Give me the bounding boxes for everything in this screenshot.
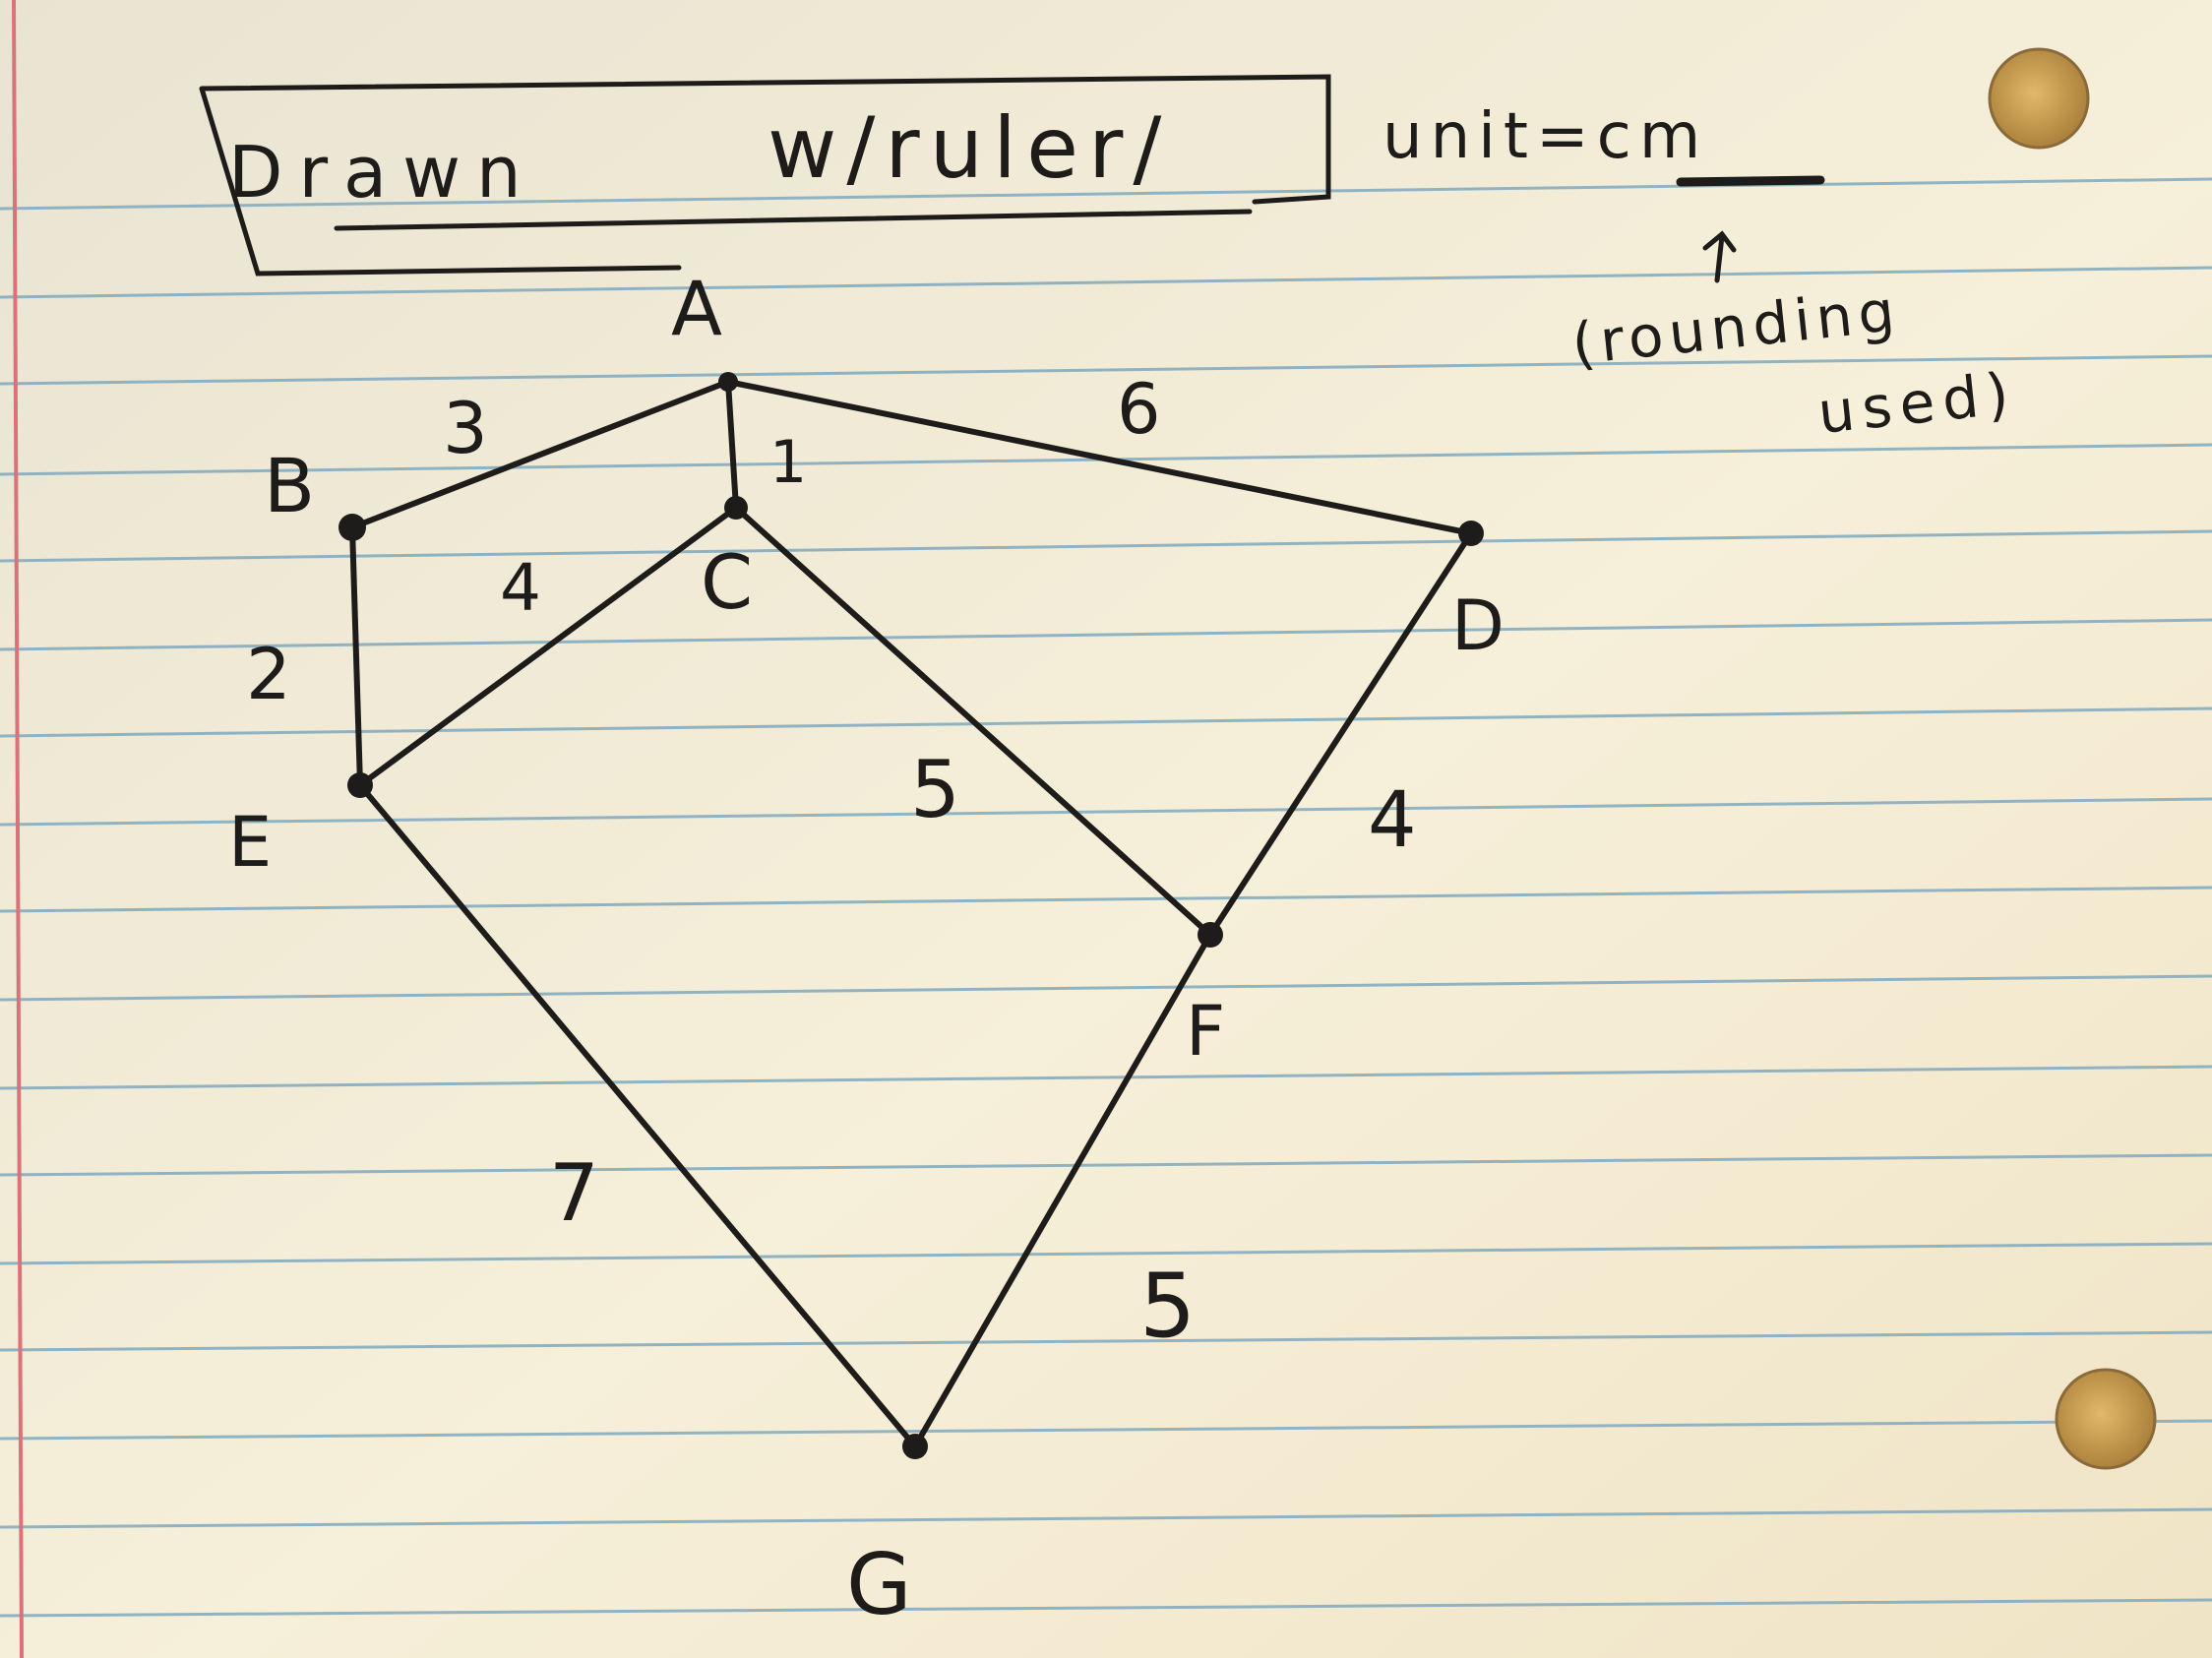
vertex-label-a: A xyxy=(671,265,722,352)
vertex-label-e: E xyxy=(228,802,272,883)
header-unit: unit=cm xyxy=(1382,100,1708,173)
header-box xyxy=(199,74,1331,276)
edge-weights: 3 1 6 2 4 5 4 7 5 xyxy=(246,369,1417,1358)
binder-hole-bottom xyxy=(2055,1368,2157,1470)
ruled-lines xyxy=(0,177,2212,1618)
header-underline xyxy=(334,209,1253,231)
edge-eg xyxy=(357,782,918,1449)
unit-underline xyxy=(1676,175,1825,187)
vertex-label-b: B xyxy=(264,442,315,529)
edge-ad xyxy=(725,379,1474,536)
vertex-dot-c xyxy=(724,496,748,520)
edge-df xyxy=(1207,530,1474,938)
weight-eg: 7 xyxy=(549,1147,599,1239)
vertex-dot-b xyxy=(338,514,366,541)
edge-ac xyxy=(725,379,739,511)
vertex-dot-e xyxy=(347,772,373,798)
edge-fg xyxy=(912,932,1213,1449)
graph-edges xyxy=(349,379,1474,1449)
edge-be xyxy=(349,524,363,788)
arrow-icon xyxy=(1702,230,1737,283)
weight-ce: 4 xyxy=(500,550,541,626)
weight-ab: 3 xyxy=(443,387,488,469)
weight-ac: 1 xyxy=(769,428,807,497)
edge-cf xyxy=(733,505,1213,938)
edge-ce xyxy=(357,505,739,788)
edge-ab xyxy=(349,379,731,530)
margin-line xyxy=(12,0,24,1658)
vertex-dot-g xyxy=(902,1434,928,1459)
weight-df: 4 xyxy=(1368,776,1417,865)
vertex-dot-f xyxy=(1198,922,1223,948)
weight-be: 2 xyxy=(246,633,291,715)
binder-hole-top xyxy=(1988,47,2090,150)
vertex-dot-a xyxy=(718,372,738,392)
vertex-label-f: F xyxy=(1186,991,1225,1072)
vertex-labels: A B C D E F G xyxy=(228,265,1505,1634)
vertex-dot-d xyxy=(1458,521,1484,546)
weight-fg: 5 xyxy=(1139,1255,1196,1358)
weight-ad: 6 xyxy=(1117,369,1161,450)
graph-vertices xyxy=(338,372,1484,1459)
weight-cf: 5 xyxy=(910,744,960,835)
vertex-label-c: C xyxy=(701,538,753,626)
vertex-label-d: D xyxy=(1451,585,1505,666)
vertex-label-g: G xyxy=(846,1536,912,1634)
header-drawn: Drawn xyxy=(228,131,537,214)
header-ruler: w/ruler/ xyxy=(768,99,1171,198)
